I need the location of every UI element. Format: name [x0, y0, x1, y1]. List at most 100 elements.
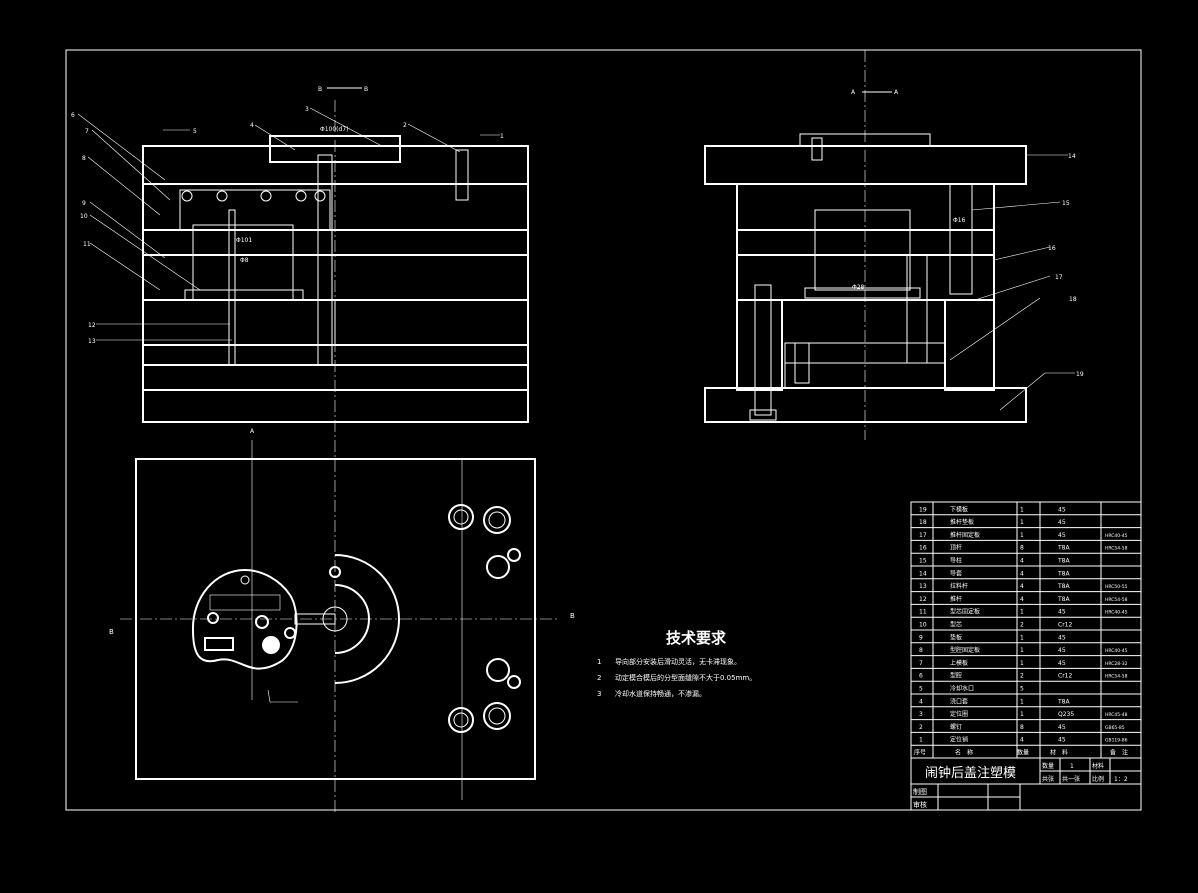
- bom-row-note: HRC28-32: [1105, 661, 1128, 667]
- drawing-border: [65, 49, 1142, 811]
- bom-row-note: HRC54-58: [1105, 674, 1128, 680]
- bom-row-qty: 4: [1020, 737, 1024, 744]
- bom-row-no: 11: [919, 609, 927, 616]
- bom-row-no: 16: [919, 545, 927, 552]
- bom-row-note: GB119-86: [1105, 738, 1128, 744]
- bom-row-name: 垫板: [950, 633, 962, 641]
- bom-row-no: 3: [919, 711, 923, 718]
- material-label: 材料: [1092, 762, 1104, 770]
- bom-row-material: 45: [1058, 724, 1066, 731]
- dim-d100: Φ100(d7): [320, 126, 348, 133]
- title-block: 闹钟后盖注塑模 数量 1 材料 共张 共一张 比例 1：2 制图 审核: [910, 757, 1142, 811]
- bom-row-material: Cr12: [1058, 622, 1072, 629]
- callout-1: 1: [500, 133, 504, 140]
- bom-row-qty: 2: [1020, 622, 1024, 629]
- dim-d28: Φ28: [852, 284, 865, 291]
- sheets-label: 共张: [1042, 775, 1054, 783]
- bom-row-qty: 1: [1020, 519, 1024, 526]
- callout-8: 8: [82, 155, 86, 162]
- callout-7: 7: [85, 128, 89, 135]
- bom-row-no: 10: [919, 622, 927, 629]
- tech-item-3-text: 冷却水道保持畅通，不渗漏。: [615, 689, 706, 698]
- tech-item-1-num: 1: [597, 658, 601, 666]
- bom-row-name: 冷却水口: [950, 685, 974, 693]
- checked-label: 审核: [913, 800, 927, 809]
- callout-16: 16: [1048, 245, 1056, 252]
- bom-row-material: T8A: [1057, 698, 1070, 705]
- bom-row-material: 45: [1058, 737, 1066, 744]
- callout-10: 10: [80, 213, 88, 220]
- drawing-title: 闹钟后盖注塑模: [925, 765, 1016, 781]
- bom-row-note: GB65-85: [1105, 725, 1125, 731]
- bom-row-note: HRC40-45: [1105, 533, 1128, 539]
- bom-row-no: 1: [919, 737, 923, 744]
- bom-row-name: 定位销: [950, 736, 968, 744]
- bom-row-name: 导套: [950, 569, 962, 577]
- front-section-view: [142, 100, 529, 440]
- bom-header-note: 备 注: [1110, 749, 1128, 757]
- callouts-left: 6 7 8 9 10 11 12 13: [71, 112, 232, 345]
- callout-11: 11: [83, 241, 91, 248]
- bom-row-qty: 2: [1020, 673, 1024, 680]
- bom-row-no: 5: [919, 686, 923, 693]
- bom-row-no: 9: [919, 634, 923, 641]
- bom-row-no: 15: [919, 558, 927, 565]
- sheet-label: 共一张: [1062, 775, 1080, 783]
- bom-row-material: Cr12: [1058, 673, 1072, 680]
- tech-item-2-num: 2: [597, 674, 601, 682]
- bom-row-note: HRC54-58: [1105, 546, 1128, 552]
- bom-row-material: 45: [1058, 506, 1066, 513]
- bom-header-name: 名 称: [955, 749, 973, 757]
- plan-b-label-left: B: [109, 628, 114, 636]
- bom-row-note: HRC40-45: [1105, 610, 1128, 616]
- bom-row-name: 型腔固定板: [950, 646, 980, 654]
- callout-13: 13: [88, 338, 96, 345]
- tech-requirements: 技术要求 1 导向部分安装后滑动灵活，无卡滞现象。 2 动定模合模后的分型面缝隙…: [597, 629, 756, 698]
- bom-row-qty: 4: [1020, 596, 1024, 603]
- section-b-label-1: B: [318, 86, 322, 93]
- scale-value: 1：2: [1114, 776, 1128, 783]
- bom-row-note: HRC50-55: [1105, 584, 1128, 590]
- plan-b-label-right: B: [570, 612, 575, 620]
- bom-row-qty: 8: [1020, 724, 1024, 731]
- bom-row-qty: 1: [1020, 609, 1024, 616]
- bom-row-qty: 1: [1020, 532, 1024, 539]
- bom-row-note: HRC45-48: [1105, 712, 1128, 718]
- bom-row-material: T8A: [1057, 596, 1070, 603]
- callout-5: 5: [193, 128, 197, 135]
- bom-row-material: 45: [1058, 634, 1066, 641]
- callout-4: 4: [250, 122, 254, 129]
- dim-d8: Φ8: [240, 257, 249, 264]
- bom-row-name: 浇口套: [950, 697, 968, 705]
- qty-label: 数量: [1042, 762, 1054, 770]
- bom-row-material: T8A: [1057, 583, 1070, 590]
- dim-d16: Φ16: [953, 217, 966, 224]
- bom-row-qty: 4: [1020, 583, 1024, 590]
- bom-row-no: 17: [919, 532, 927, 539]
- tech-item-1-text: 导向部分安装后滑动灵活，无卡滞现象。: [615, 657, 741, 666]
- callout-15: 15: [1062, 200, 1070, 207]
- dim-d101: Φ101: [236, 237, 252, 244]
- bom-row-no: 8: [919, 647, 923, 654]
- bom-row-material: 45: [1058, 660, 1066, 667]
- bom-row-name: 型芯: [950, 621, 962, 629]
- bom-row-qty: 1: [1020, 698, 1024, 705]
- bom-row-note: HRC54-58: [1105, 597, 1128, 603]
- bom-row-qty: 4: [1020, 570, 1024, 577]
- bom-row-material: 45: [1058, 647, 1066, 654]
- bom-row-no: 6: [919, 673, 923, 680]
- bom-header-material: 材 料: [1050, 749, 1068, 757]
- scale-label: 比例: [1092, 775, 1104, 783]
- callout-6: 6: [71, 112, 75, 119]
- bom-row-no: 14: [919, 570, 927, 577]
- callout-14: 14: [1068, 153, 1076, 160]
- bom-row-name: 导柱: [950, 557, 962, 565]
- section-a-label-1: A: [851, 89, 856, 96]
- section-a-label-2: A: [894, 89, 899, 96]
- callout-17: 17: [1055, 274, 1063, 281]
- bom-row-name: 推杆垫板: [950, 518, 974, 526]
- bom-row-material: T8A: [1057, 545, 1070, 552]
- callout-9: 9: [82, 200, 86, 207]
- bom-row-name: 推杆: [950, 595, 962, 603]
- drawn-label: 制图: [913, 787, 927, 796]
